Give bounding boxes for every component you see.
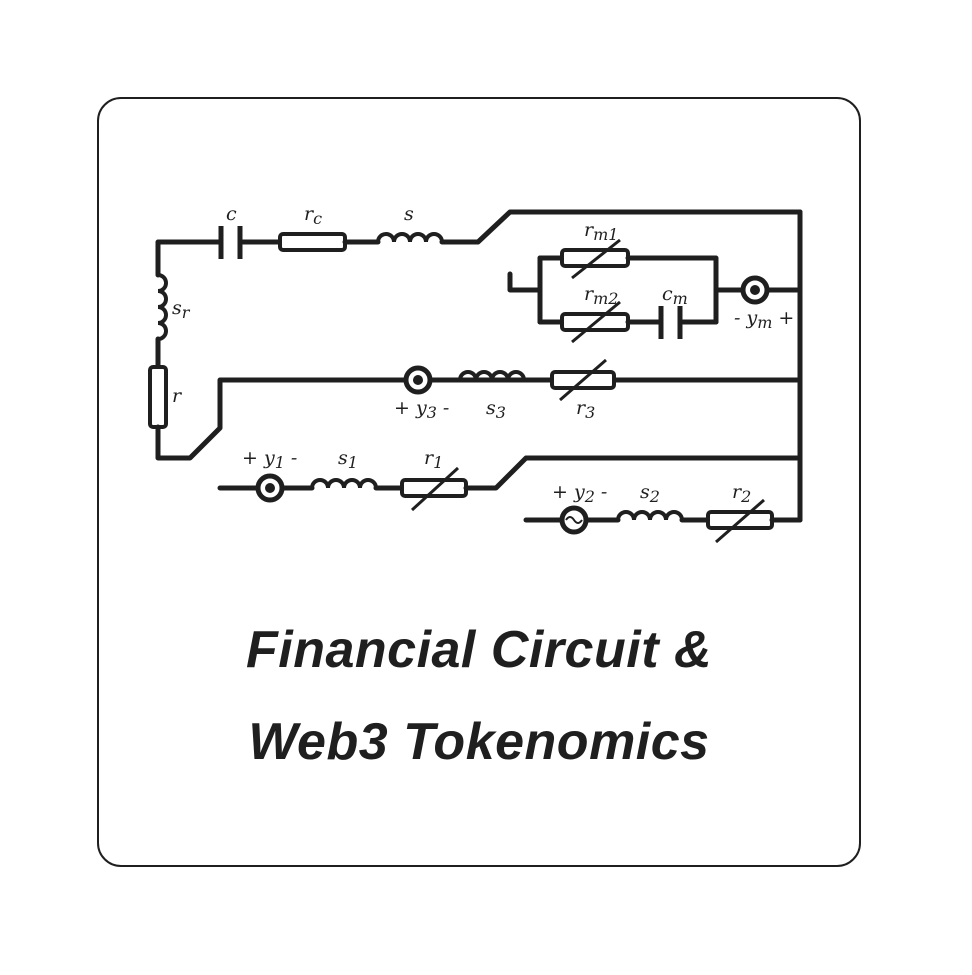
rm2-variable-arrow <box>571 300 621 344</box>
label-c: c <box>226 203 237 225</box>
r3-variable-arrow <box>559 358 607 402</box>
rm1-variable-arrow <box>571 238 621 280</box>
parallel-block <box>507 238 803 344</box>
r1-variable-arrow <box>410 466 460 512</box>
middle-branch <box>403 358 616 402</box>
label-y2: + y2 - <box>552 481 607 506</box>
inductor-sr <box>157 273 168 341</box>
label-r1: r1 <box>424 447 443 472</box>
label-r2: r2 <box>732 481 751 506</box>
source-y2-ac-icon <box>565 516 583 524</box>
title-line-1: Financial Circuit & <box>245 621 713 679</box>
source-y1-core <box>265 483 275 493</box>
branch-1 <box>217 455 803 512</box>
wire-s-switch-top <box>439 209 803 245</box>
branch-2 <box>523 498 803 544</box>
wire-r1-switch <box>463 455 803 491</box>
label-s2: s2 <box>640 481 660 506</box>
label-y1: + y1 - <box>242 447 297 472</box>
inductor-s <box>376 232 444 243</box>
left-branch <box>148 273 803 461</box>
label-cm: cm <box>662 283 688 308</box>
resistor-r <box>148 365 168 429</box>
inductor-s3 <box>458 370 526 381</box>
wire-r-switch-mid <box>155 377 803 461</box>
source-ym-core <box>750 285 760 295</box>
wire-top-left <box>155 239 223 278</box>
label-y3: + y3 - <box>394 397 449 422</box>
label-sr: sr <box>172 297 191 322</box>
inductor-s2 <box>616 510 684 521</box>
label-ym: - ym + <box>734 307 794 332</box>
wire-rm1-out <box>625 255 719 325</box>
r2-variable-arrow <box>715 498 765 544</box>
label-rc: rc <box>304 203 322 228</box>
label-rm1: rm1 <box>584 219 618 244</box>
label-s1: s1 <box>338 447 358 472</box>
component-labels: c rc s sr r rm1 rm2 cm - ym + + y3 - s3 … <box>172 203 794 506</box>
inductor-s1 <box>310 478 378 489</box>
wire-parallel-stub <box>507 271 543 293</box>
source-y3-core <box>413 375 423 385</box>
top-branch <box>155 209 803 523</box>
label-r3: r3 <box>576 397 595 422</box>
title-line-2: Web3 Tokenomics <box>248 713 710 771</box>
label-s: s <box>404 203 414 225</box>
label-rm2: rm2 <box>584 283 618 308</box>
card-frame <box>97 97 861 867</box>
resistor-rc <box>278 232 347 252</box>
label-s3: s3 <box>486 397 506 422</box>
label-r: r <box>172 385 183 407</box>
